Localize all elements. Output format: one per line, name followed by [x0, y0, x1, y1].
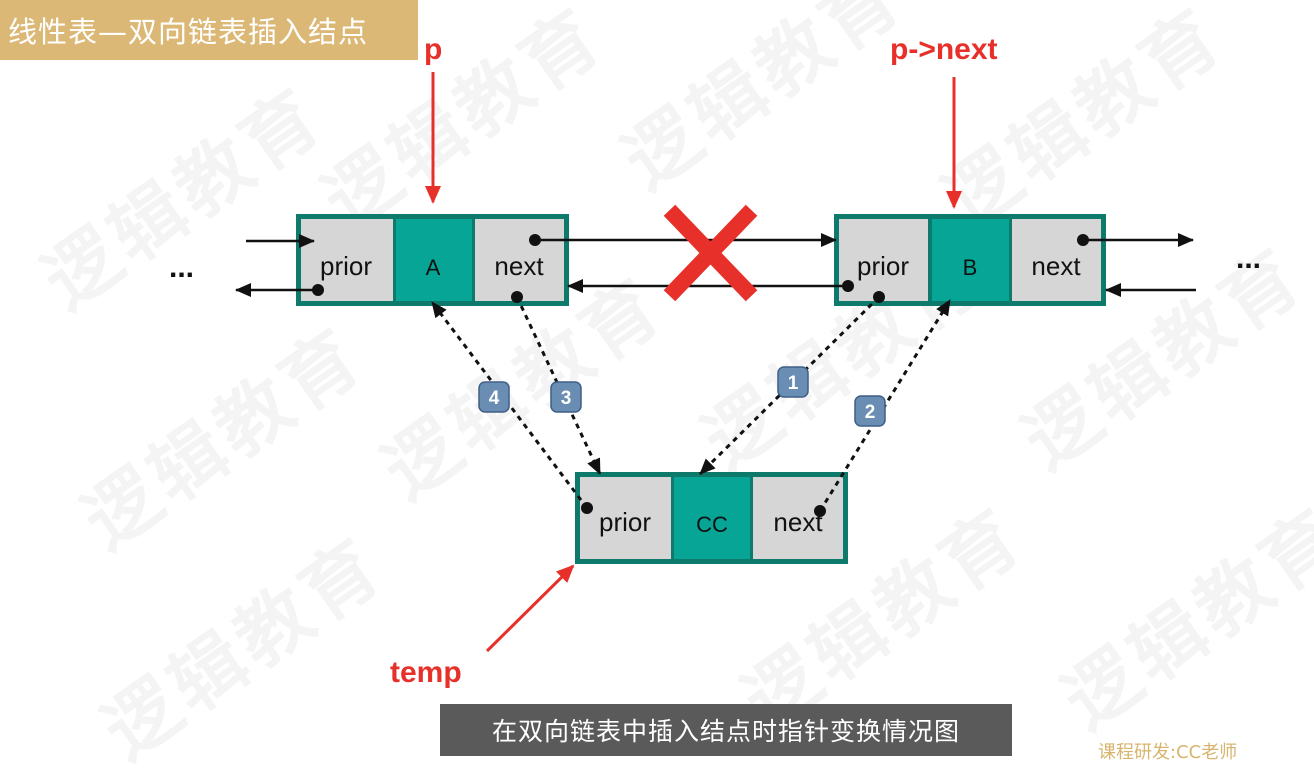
ellipsis-right: ... — [1236, 242, 1261, 275]
node-a-next-cell — [475, 219, 564, 301]
node-b: prior B next — [834, 214, 1106, 306]
step-3-arrow — [515, 296, 602, 475]
node-b-next-cell — [1012, 219, 1101, 301]
step-badge-1-label: 1 — [788, 373, 799, 394]
node-a: prior A next — [296, 214, 569, 306]
node-cc-next-cell — [753, 477, 843, 559]
step-badge-3-label: 3 — [561, 388, 572, 409]
node-cc-prior-label: prior — [599, 507, 651, 537]
step-badge-2-label: 2 — [865, 402, 876, 423]
node-b-prior-label: prior — [857, 251, 909, 281]
step-1-arrow — [698, 295, 881, 476]
slide-title: 线性表—双向链表插入结点 — [0, 0, 418, 60]
step-badge-2: 2 — [854, 395, 886, 427]
node-cc-prior-cell — [580, 477, 671, 559]
node-a-next-label: next — [494, 251, 544, 281]
figure-caption: 在双向链表中插入结点时指针变换情况图 — [440, 704, 1012, 756]
solid-links — [235, 233, 1196, 297]
step-badge-4: 4 — [478, 381, 510, 413]
node-cc-data-cell — [674, 477, 750, 559]
broken-link-cross-icon — [663, 204, 758, 302]
pointer-p-next: p->next — [890, 33, 998, 209]
node-b-data-label: B — [963, 255, 978, 280]
pointer-p-next-label: p->next — [890, 33, 998, 66]
pointer-p: p — [424, 33, 442, 204]
step-badge-3: 3 — [550, 381, 582, 413]
node-a-data-label: A — [426, 255, 441, 280]
pointer-temp: temp — [390, 564, 575, 689]
pointer-p-label: p — [424, 33, 442, 66]
node-cc-data-label: CC — [696, 512, 728, 537]
step-badge-4-label: 4 — [489, 388, 500, 409]
node-a-prior-label: prior — [320, 251, 372, 281]
step-badge-1: 1 — [777, 366, 809, 398]
pointer-temp-label: temp — [390, 656, 462, 689]
node-b-next-label: next — [1031, 251, 1081, 281]
course-credit: 课程研发:CC老师 — [1098, 742, 1238, 763]
node-a-data-cell — [396, 219, 472, 301]
step-4-arrow — [430, 301, 589, 509]
node-cc: prior CC next — [575, 472, 848, 564]
node-b-data-cell — [932, 219, 1009, 301]
ellipsis-left: ... — [169, 251, 194, 284]
